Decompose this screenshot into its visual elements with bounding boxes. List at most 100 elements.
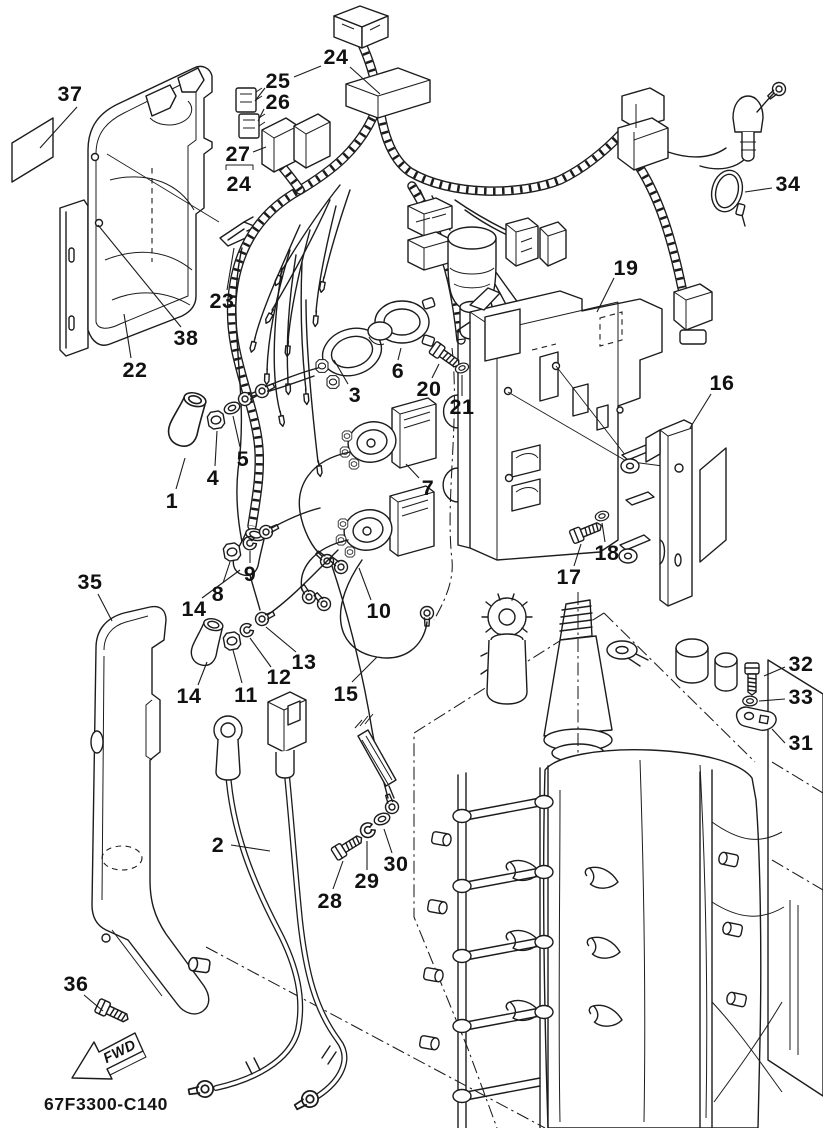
leader-line-23	[226, 247, 235, 291]
callout-34: 34	[776, 172, 801, 196]
part-id-tag-37	[11, 117, 54, 183]
harness-connector-small-b	[539, 221, 567, 267]
battery-eye-terminal	[213, 715, 243, 781]
callout-24: 24	[227, 172, 252, 196]
callout-32: 32	[789, 652, 814, 676]
callout-27: 27	[226, 142, 251, 166]
leader-line-36	[83, 994, 104, 1012]
harness-connector-4pin-b	[407, 231, 453, 271]
part-cable-tie-34	[710, 169, 746, 227]
callout-14: 14	[182, 597, 207, 621]
engine-block-illustration	[205, 592, 823, 1128]
part-battery-cables-2	[186, 691, 348, 1116]
inset-border-top	[603, 612, 756, 763]
leader-line-28	[332, 860, 344, 890]
figure-code: 67F3300-C140	[44, 1094, 168, 1114]
leader-line-17	[573, 543, 582, 567]
mount-bushing-upper	[620, 444, 653, 474]
callout-26: 26	[266, 90, 291, 114]
harness-connector-small-a	[505, 217, 539, 267]
leader-line-35	[97, 593, 113, 622]
part-bolt-36	[93, 997, 132, 1027]
callout-23: 23	[210, 289, 235, 313]
battery-plug-terminal	[267, 691, 307, 779]
callout-4: 4	[207, 466, 219, 490]
callout-5: 5	[237, 447, 249, 471]
leader-line-10	[358, 567, 372, 601]
part-fuse-25	[235, 87, 263, 113]
harness-fuse-holder-24	[345, 67, 431, 119]
part-bracket-16	[645, 419, 727, 607]
callout-13: 13	[292, 650, 317, 674]
wire-harness-assembly	[226, 5, 789, 621]
part-boot-14b	[187, 614, 226, 669]
leader-line-14	[197, 661, 208, 686]
callout-29: 29	[355, 869, 380, 893]
callout-3: 3	[349, 383, 361, 407]
harness-connector-lower	[673, 283, 713, 345]
leader-line-34	[744, 187, 773, 193]
callout-22: 22	[123, 358, 148, 382]
part-retainer-6	[374, 297, 436, 347]
mount-bushing-lower	[618, 534, 651, 564]
part-cover-22	[59, 65, 220, 357]
part-bolt-28	[329, 831, 366, 862]
leader-line-14	[201, 569, 241, 599]
leader-line-30	[383, 828, 393, 854]
callout-25: 25	[266, 69, 291, 93]
part-washer-5	[221, 399, 243, 417]
leader-line-16	[689, 393, 712, 429]
callout-7: 7	[422, 476, 434, 500]
callout-21: 21	[450, 395, 475, 419]
leader-line-26	[257, 108, 265, 122]
part-nut-8	[221, 541, 243, 563]
callout-1: 1	[166, 489, 178, 513]
callout-16: 16	[710, 371, 735, 395]
part-fuse-26	[238, 113, 266, 139]
part-nut-11	[221, 630, 243, 652]
callout-10: 10	[367, 599, 392, 623]
fwd-direction-marker: FWD	[71, 1032, 147, 1080]
leader-line-11	[232, 649, 243, 684]
callout-14: 14	[177, 684, 202, 708]
callout-20: 20	[417, 377, 442, 401]
part-bolt-32	[744, 662, 760, 696]
callout-37: 37	[58, 82, 83, 106]
callouts-layer: 3724252627242338223419162021367171814514…	[39, 45, 814, 1012]
harness-connector-right	[617, 87, 669, 171]
part-washer-12	[237, 621, 256, 640]
assembly-alignment-lines	[507, 365, 679, 564]
leader-line-24	[349, 66, 381, 95]
leader-line-25	[254, 87, 266, 102]
callout-15: 15	[334, 682, 359, 706]
leader-line-27	[252, 146, 267, 153]
callout-31: 31	[789, 731, 814, 755]
leader-line-38	[97, 224, 182, 328]
leader-line-37	[39, 106, 78, 149]
leader-line-4	[214, 430, 218, 467]
callout-18: 18	[595, 541, 620, 565]
leader-line-2	[230, 844, 271, 852]
part-anchor-plate-31	[735, 706, 777, 731]
leader-line-22	[123, 313, 132, 359]
callout-38: 38	[174, 326, 199, 350]
harness-cap	[732, 95, 764, 162]
leader-line-33	[758, 698, 786, 702]
callout-9: 9	[244, 562, 256, 586]
part-cover-35	[90, 605, 212, 1015]
callout-35: 35	[78, 570, 103, 594]
part-fuse-holder-27	[261, 113, 331, 173]
part-boot-1	[164, 387, 209, 451]
leader-line-15	[351, 656, 378, 683]
leader-line-20	[431, 363, 440, 379]
callout-2: 2	[212, 833, 224, 857]
leader-line-3	[333, 359, 349, 385]
leader-line-18	[601, 522, 606, 543]
part-ground-braid	[354, 713, 397, 799]
part-nut-4	[205, 409, 227, 431]
callout-19: 19	[614, 256, 639, 280]
leader-line-5	[232, 415, 241, 448]
harness-connector-top	[333, 5, 389, 49]
callout-30: 30	[384, 852, 409, 876]
leader-line-8	[222, 561, 231, 584]
